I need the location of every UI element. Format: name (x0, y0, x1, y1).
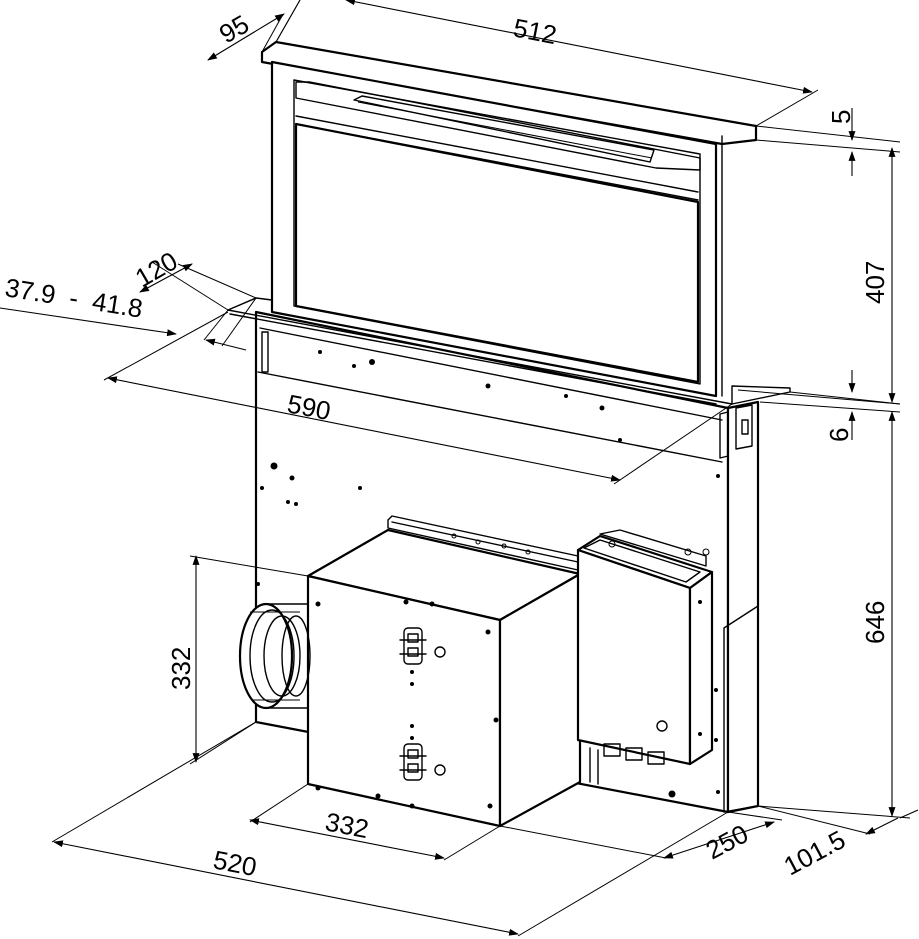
dim-overall-width: 520 (211, 844, 259, 882)
dim-top-thickness: 5 (826, 110, 856, 124)
dim-motor-width: 332 (323, 806, 371, 844)
motor-latch-bottom (399, 743, 427, 781)
control-box (576, 529, 714, 785)
dim-worktop-range: 37.9 - 41.8 (3, 272, 145, 323)
worktop-line (227, 297, 901, 405)
dim-offset-depth: 101.5 (779, 824, 851, 881)
motor-block (306, 515, 582, 828)
dim-visible-height: 407 (860, 261, 890, 304)
blower-outlet (238, 602, 311, 710)
dim-motor-height: 332 (166, 647, 196, 690)
dim-top-depth: 95 (214, 9, 254, 49)
dim-flange: 6 (824, 428, 854, 442)
dim-recess: 120 (130, 246, 183, 294)
dim-top-width: 512 (511, 12, 559, 50)
dim-body-height: 646 (860, 601, 890, 644)
motor-latch-top (399, 627, 427, 665)
dim-depth-250: 250 (701, 818, 753, 865)
